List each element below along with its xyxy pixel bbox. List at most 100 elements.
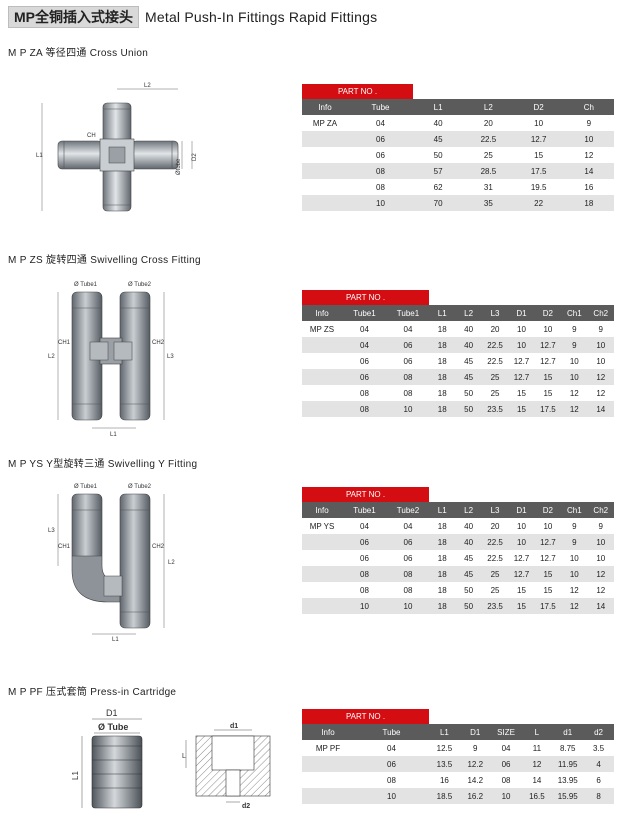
table-cell: 10 [561,353,588,369]
column-header: L1 [429,724,460,740]
column-header: D1 [508,502,535,518]
column-header: L3 [481,305,509,321]
table-cell [302,788,354,804]
label-ch1: CH1 [58,544,71,550]
table-cell: 22.5 [481,550,509,566]
table-cell [302,566,342,582]
table-cell: 16 [429,772,460,788]
table-cell: 10 [561,369,588,385]
table-cell [302,550,342,566]
label-d1: D1 [106,708,118,718]
table-cell: 18 [429,582,456,598]
table-cell [302,179,348,195]
label-d2-small: d2 [242,803,250,810]
table-cell: 10 [354,788,429,804]
label-l1: L1 [110,432,117,438]
table-cell: 12 [587,385,614,401]
table-cell: 08 [387,385,429,401]
table-cell: 17.5 [534,401,562,417]
table-cell: 10 [490,788,522,804]
table-cell: 45 [455,353,482,369]
table-cell [302,147,348,163]
table-cell: 06 [490,756,522,772]
table-cell: 10 [508,534,535,550]
table-cell: 18 [429,401,456,417]
table-cell: 45 [455,550,482,566]
table-cell: 13.95 [552,772,584,788]
column-header: L1 [413,99,464,115]
table-cell: 12.7 [513,131,564,147]
table-cell: 06 [387,550,429,566]
column-header: Ch [563,99,614,115]
table-cell: 04 [387,321,429,337]
table-cell: 04 [348,115,413,131]
table-cell: 25 [481,369,509,385]
table-cell: 15 [508,385,535,401]
table-cell: 12 [587,582,614,598]
table-cell: 45 [455,566,482,582]
label-ch1: CH1 [58,340,71,346]
table-cell: 08 [342,385,387,401]
part-no-label: PART NO . [302,709,429,724]
column-header: L1 [429,502,456,518]
table-cell: 08 [342,566,387,582]
table-cell [302,195,348,211]
table-cell: 18 [429,369,456,385]
column-header: L2 [463,99,514,115]
table-cell: 14 [587,401,614,417]
table-cell: MP PF [302,740,354,756]
part-no-label: PART NO . [302,84,413,99]
table-cell: 18 [429,321,456,337]
table-cell: 8 [583,788,614,804]
table-cell: 9 [563,115,614,131]
table-cell: 10 [513,115,564,131]
table-header-row: Info Tube1 Tube1 L1 L2 L3 D1 D2 Ch1 Ch2 [302,305,614,321]
table-cell: 08 [348,163,413,179]
section-heading-cross-union: M P ZA 等径四通 Cross Union [8,48,149,59]
table-cell: 40 [455,534,482,550]
column-header: Tube1 [342,502,387,518]
table-cell: 22.5 [481,353,509,369]
swivelling-cross-spec-table: Info Tube1 Tube1 L1 L2 L3 D1 D2 Ch1 Ch2 … [302,305,614,417]
table-cell: 04 [342,321,387,337]
label-tube2: Ø Tube2 [128,282,152,288]
table-cell: MP ZS [302,321,342,337]
table-cell: 17.5 [513,163,564,179]
label-l2: L2 [144,83,151,89]
table-cell: 14 [587,598,614,614]
table-cell: 8.75 [552,740,584,756]
table-cell: 4 [583,756,614,772]
table-cell: MP ZA [302,115,348,131]
table-cell: 12.5 [429,740,460,756]
table-cell: 18 [429,550,456,566]
table-header-row: Info Tube L1 L2 D2 Ch [302,99,614,115]
table-cell: 06 [354,756,429,772]
table-cell [302,353,342,369]
column-header: D1 [508,305,535,321]
table-cell: 50 [413,147,464,163]
label-l1: L1 [36,153,43,159]
column-header: Info [302,502,342,518]
table-cell: 06 [348,147,413,163]
table-cell: 06 [387,534,429,550]
table-cell: 12.2 [459,756,491,772]
table-cell: 08 [354,772,429,788]
swivelling-y-table: PART NO . Info Tube1 Tube2 L1 L2 L3 D1 D… [302,487,614,614]
column-header: Info [302,724,354,740]
table-cell: 14 [521,772,553,788]
section-heading-press-in-cartridge: M P PF 压式套筒 Press-in Cartridge [8,687,177,698]
table-cell: 40 [455,337,482,353]
table-cell: 12.7 [508,550,535,566]
label-tube: Ø Tube [98,722,128,732]
